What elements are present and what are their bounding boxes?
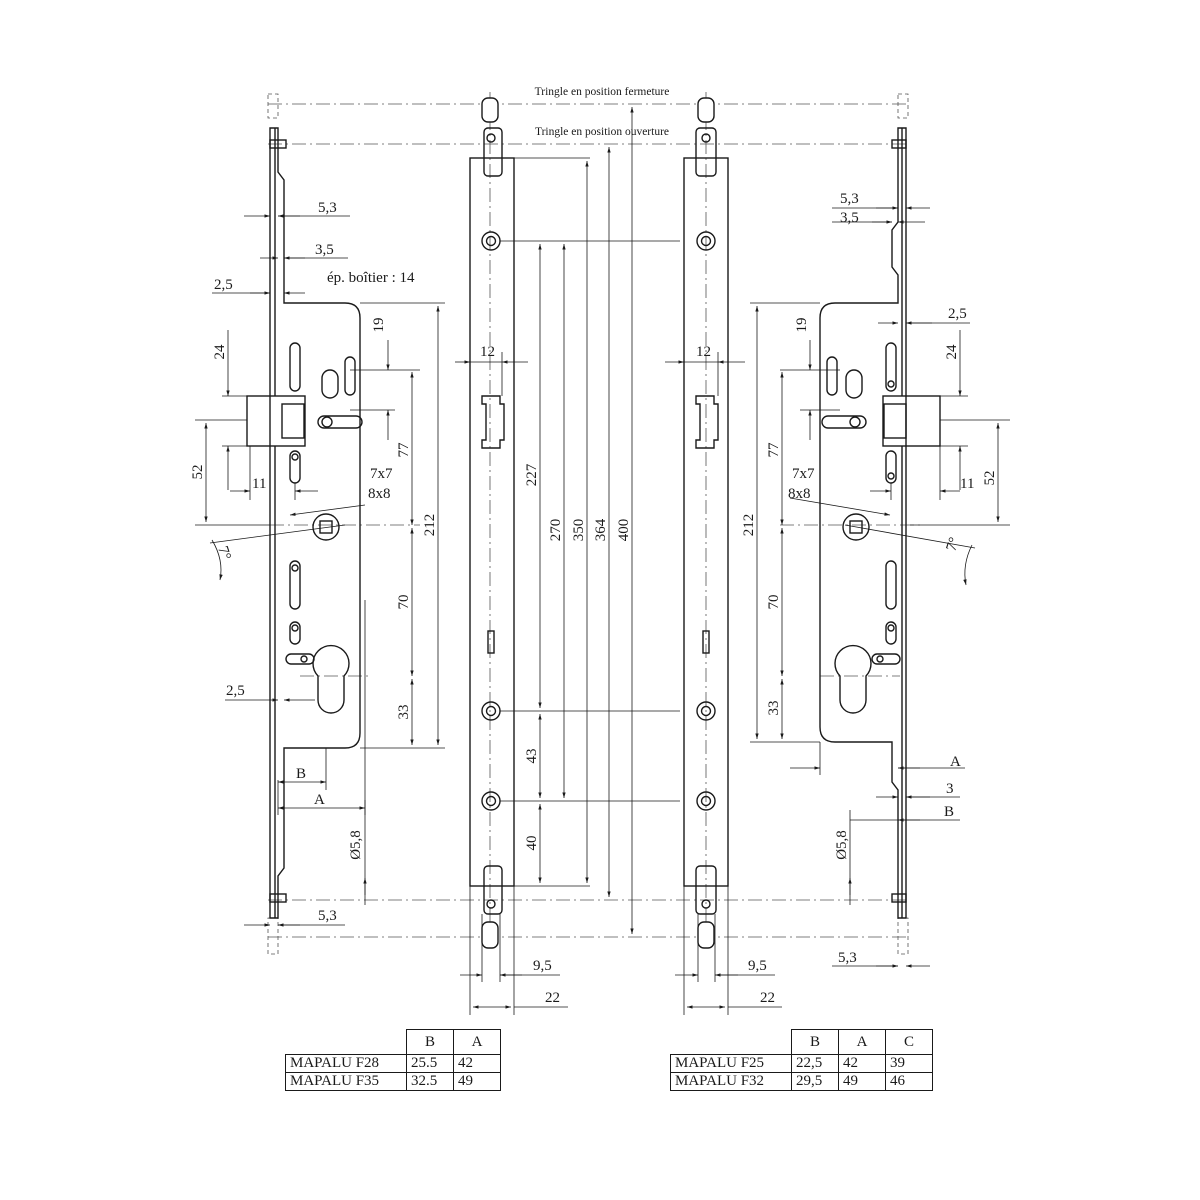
col-header-b: B — [406, 1029, 454, 1055]
svg-text:350: 350 — [571, 519, 587, 542]
svg-text:A: A — [314, 792, 325, 808]
col-header-a: A — [838, 1029, 886, 1055]
svg-text:Tringle en position ouverture: Tringle en position ouverture — [535, 126, 669, 138]
svg-text:A: A — [950, 754, 961, 770]
svg-text:2,5: 2,5 — [214, 277, 233, 293]
svg-text:8x8: 8x8 — [788, 486, 811, 502]
center-bar-1 — [469, 97, 515, 949]
right-lock-spindle — [842, 513, 870, 541]
svg-text:43: 43 — [524, 749, 540, 764]
svg-text:77: 77 — [396, 442, 412, 458]
left-lock-spindle — [312, 513, 340, 541]
svg-text:Tringle en position fermeture: Tringle en position fermeture — [535, 86, 670, 98]
svg-text:77: 77 — [766, 442, 782, 458]
svg-text:8x8: 8x8 — [368, 486, 391, 502]
model-name: MAPALU F28 — [285, 1054, 407, 1073]
svg-text:227: 227 — [524, 463, 540, 486]
center-dimensions — [455, 107, 782, 1015]
svg-text:9,5: 9,5 — [533, 958, 552, 974]
svg-text:5,3: 5,3 — [318, 908, 337, 924]
svg-text:22: 22 — [760, 990, 775, 1006]
value-a: 49 — [838, 1072, 886, 1091]
svg-text:40: 40 — [524, 836, 540, 851]
left-lock — [246, 93, 363, 955]
value-c: 39 — [885, 1054, 933, 1073]
caption-closed: Tringle en position fermeture — [522, 84, 682, 98]
value-a: 42 — [838, 1054, 886, 1073]
value-b: 25.5 — [406, 1054, 454, 1073]
svg-text:364: 364 — [593, 518, 609, 541]
spec-table-right: B A C MAPALU F25 22,5 42 39 MAPALU F32 2… — [670, 1029, 933, 1091]
svg-text:ép. boîtier : 14: ép. boîtier : 14 — [327, 270, 415, 286]
right-lock-labels: 5,3 3,5 2,5 24 19 77 212 52 11 7x7 8x8 7… — [741, 191, 998, 966]
svg-text:7°: 7° — [214, 544, 233, 562]
left-lock-dimensions — [195, 214, 445, 927]
svg-text:212: 212 — [422, 514, 438, 537]
svg-text:7x7: 7x7 — [370, 466, 393, 482]
svg-text:5,3: 5,3 — [840, 191, 859, 207]
svg-text:24: 24 — [944, 344, 960, 360]
svg-text:70: 70 — [766, 595, 782, 610]
svg-text:3: 3 — [946, 781, 954, 797]
svg-text:5,3: 5,3 — [318, 200, 337, 216]
svg-text:19: 19 — [794, 318, 810, 333]
col-header-c: C — [885, 1029, 933, 1055]
svg-text:9,5: 9,5 — [748, 958, 767, 974]
col-header-a: A — [453, 1029, 501, 1055]
svg-text:70: 70 — [396, 595, 412, 610]
model-name: MAPALU F25 — [670, 1054, 792, 1073]
svg-text:B: B — [944, 804, 954, 820]
svg-text:33: 33 — [396, 705, 412, 720]
svg-text:2,5: 2,5 — [226, 683, 245, 699]
svg-text:33: 33 — [766, 701, 782, 716]
svg-text:7x7: 7x7 — [792, 466, 815, 482]
svg-text:3,5: 3,5 — [840, 210, 859, 226]
table-row: MAPALU F28 25.5 42 — [285, 1054, 501, 1073]
svg-text:52: 52 — [982, 471, 998, 486]
svg-text:212: 212 — [741, 514, 757, 537]
svg-text:12: 12 — [480, 344, 495, 360]
value-b: 22,5 — [791, 1054, 839, 1073]
svg-text:B: B — [296, 766, 306, 782]
value-b: 32.5 — [406, 1072, 454, 1091]
svg-text:11: 11 — [960, 476, 974, 492]
svg-text:24: 24 — [212, 344, 228, 360]
value-a: 42 — [453, 1054, 501, 1073]
caption-open: Tringle en position ouverture — [518, 124, 686, 138]
right-lock-cylinder-hole — [834, 644, 872, 714]
svg-text:52: 52 — [190, 465, 206, 480]
left-lock-slots — [285, 342, 363, 665]
svg-text:Ø5,8: Ø5,8 — [348, 830, 364, 860]
svg-text:12: 12 — [696, 344, 711, 360]
svg-text:270: 270 — [548, 519, 564, 542]
right-lock-dimensions — [750, 206, 1010, 968]
value-c: 46 — [885, 1072, 933, 1091]
svg-text:22: 22 — [545, 990, 560, 1006]
right-lock-slots — [821, 342, 901, 665]
left-lock-cylinder-hole — [312, 644, 350, 714]
model-name: MAPALU F32 — [670, 1072, 792, 1091]
svg-text:Ø5,8: Ø5,8 — [834, 830, 850, 860]
svg-text:5,3: 5,3 — [838, 950, 857, 966]
table-row: MAPALU F25 22,5 42 39 — [670, 1054, 933, 1073]
svg-text:19: 19 — [371, 318, 387, 333]
svg-text:7°: 7° — [944, 535, 963, 553]
col-header-b: B — [791, 1029, 839, 1055]
table-row: MAPALU F32 29,5 49 46 — [670, 1072, 933, 1091]
technical-drawing: Tringle en position fermeture Tringle en… — [190, 84, 1010, 1015]
spec-table-left: B A MAPALU F28 25.5 42 MAPALU F35 32.5 4… — [285, 1029, 501, 1091]
svg-text:2,5: 2,5 — [948, 306, 967, 322]
value-b: 29,5 — [791, 1072, 839, 1091]
svg-text:11: 11 — [252, 476, 266, 492]
center-labels: 12 12 227 270 350 364 400 43 40 9,5 22 9… — [480, 344, 775, 1006]
value-a: 49 — [453, 1072, 501, 1091]
table-row: MAPALU F35 32.5 49 — [285, 1072, 501, 1091]
right-lock — [819, 93, 941, 955]
svg-text:3,5: 3,5 — [315, 242, 334, 258]
svg-text:400: 400 — [616, 519, 632, 542]
left-lock-labels: 5,3 3,5 2,5 ép. boîtier : 14 24 19 77 21… — [190, 200, 438, 924]
model-name: MAPALU F35 — [285, 1072, 407, 1091]
